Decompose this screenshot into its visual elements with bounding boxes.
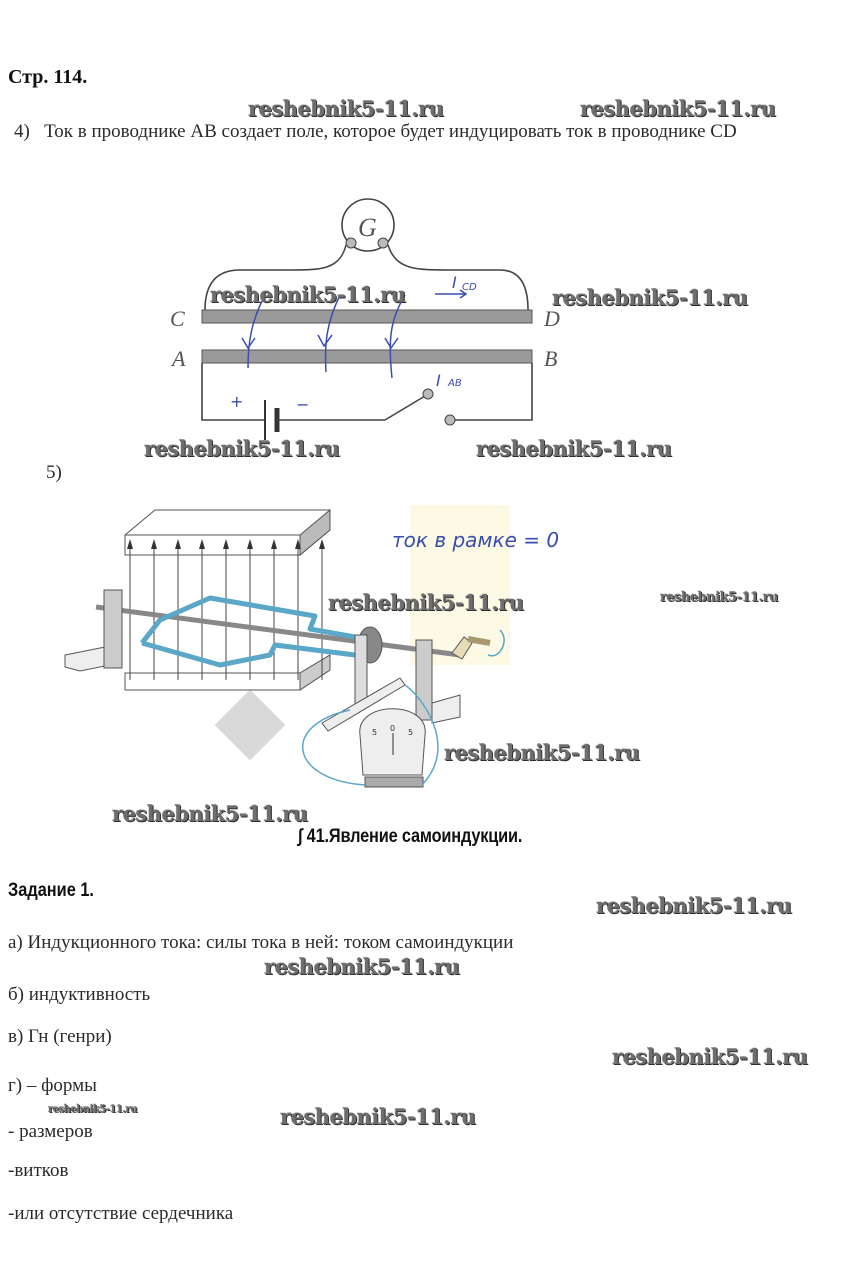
meter-scale-right: 5 xyxy=(408,728,413,737)
watermark: reshebnik5-11.ru xyxy=(112,801,308,826)
answer-d-core: -или отсутствие сердечника xyxy=(8,1203,234,1224)
watermark: reshebnik5-11.ru xyxy=(476,436,672,461)
field-arrowhead xyxy=(175,539,181,549)
section-title: ∫ 41.Явление самоиндукции. xyxy=(298,826,523,847)
meter-scale-left: 5 xyxy=(372,728,377,737)
current-cd-annotation: I CD xyxy=(435,273,477,299)
item-4-text: Ток в проводнике АВ создает поле, которо… xyxy=(44,121,737,142)
watermark: reshebnik5-11.ru xyxy=(210,282,406,307)
field-arrowhead xyxy=(223,539,229,549)
watermark: reshebnik5-11.ru xyxy=(596,893,792,918)
watermark: reshebnik5-11.ru xyxy=(552,285,748,310)
field-lines xyxy=(241,294,406,379)
crank-handle-icon xyxy=(451,629,505,660)
answer-d-size: - размеров xyxy=(8,1121,93,1142)
item-4: 4) Ток в проводнике АВ создает поле, кот… xyxy=(14,121,737,143)
page-number: Стр. 114. xyxy=(8,66,88,88)
switch-icon xyxy=(384,388,456,426)
answer-a: а) Индукционного тока: силы тока в ней: … xyxy=(8,932,514,953)
galvanometer-icon: G xyxy=(341,198,395,252)
current-cd-symbol: I xyxy=(452,273,457,292)
magnetic-field-lines xyxy=(127,539,325,680)
current-ab-subscript: AB xyxy=(447,378,462,389)
meter-icon: 5 0 5 xyxy=(359,708,426,788)
field-arrowhead xyxy=(295,539,301,549)
watermark: reshebnik5-11.ru xyxy=(48,1104,137,1115)
field-arrowhead xyxy=(151,539,157,549)
watermark: reshebnik5-11.ru xyxy=(144,436,340,461)
field-arrowhead xyxy=(271,539,277,549)
watermark: reshebnik5-11.ru xyxy=(580,96,776,121)
label-c: C xyxy=(170,306,185,331)
watermark: reshebnik5-11.ru xyxy=(280,1104,476,1129)
watermark: reshebnik5-11.ru xyxy=(612,1044,808,1069)
label-b: B xyxy=(544,346,557,371)
answer-c: в) Гн (генри) xyxy=(8,1026,112,1047)
left-stand xyxy=(64,589,123,672)
battery-icon xyxy=(264,400,385,440)
field-arrowhead xyxy=(319,539,325,549)
handwritten-note: ток в рамке = 0 xyxy=(392,528,560,552)
field-arrowhead xyxy=(199,539,205,549)
conductors-diagram: G C D A B I CD I AB + − xyxy=(170,198,560,440)
galvanometer-label: G xyxy=(358,213,377,242)
watermark: reshebnik5-11.ru xyxy=(248,96,444,121)
current-cd-subscript: CD xyxy=(462,282,477,293)
answer-d-turns: -витков xyxy=(8,1160,69,1181)
label-d: D xyxy=(543,306,560,331)
rotating-frame-diagram: 5 0 5 xyxy=(64,505,510,788)
meter-scale-zero: 0 xyxy=(390,724,395,733)
axle xyxy=(95,604,461,658)
slip-ring xyxy=(321,626,406,732)
label-a: A xyxy=(170,346,186,371)
minus-sign: − xyxy=(296,395,309,414)
field-arrowhead xyxy=(247,539,253,549)
item-5-number: 5) xyxy=(46,462,62,483)
watermark: reshebnik5-11.ru xyxy=(328,590,524,615)
conductor-ab xyxy=(201,349,533,364)
top-magnet-plate xyxy=(124,508,331,557)
wire-frame xyxy=(140,595,356,668)
item-4-number: 4) xyxy=(14,121,30,142)
watermark: reshebnik5-11.ru xyxy=(660,590,779,605)
bottom-magnet-plate xyxy=(124,654,331,691)
plus-sign: + xyxy=(230,392,243,411)
answer-b: б) индуктивность xyxy=(8,984,151,1005)
field-arrowhead xyxy=(127,539,133,549)
current-ab-symbol: I xyxy=(436,371,441,390)
task-title: Задание 1. xyxy=(8,880,94,901)
answer-d: г) – формы xyxy=(8,1075,97,1096)
watermark: reshebnik5-11.ru xyxy=(444,740,640,765)
conductor-cd xyxy=(201,309,533,324)
watermark: reshebnik5-11.ru xyxy=(264,954,460,979)
